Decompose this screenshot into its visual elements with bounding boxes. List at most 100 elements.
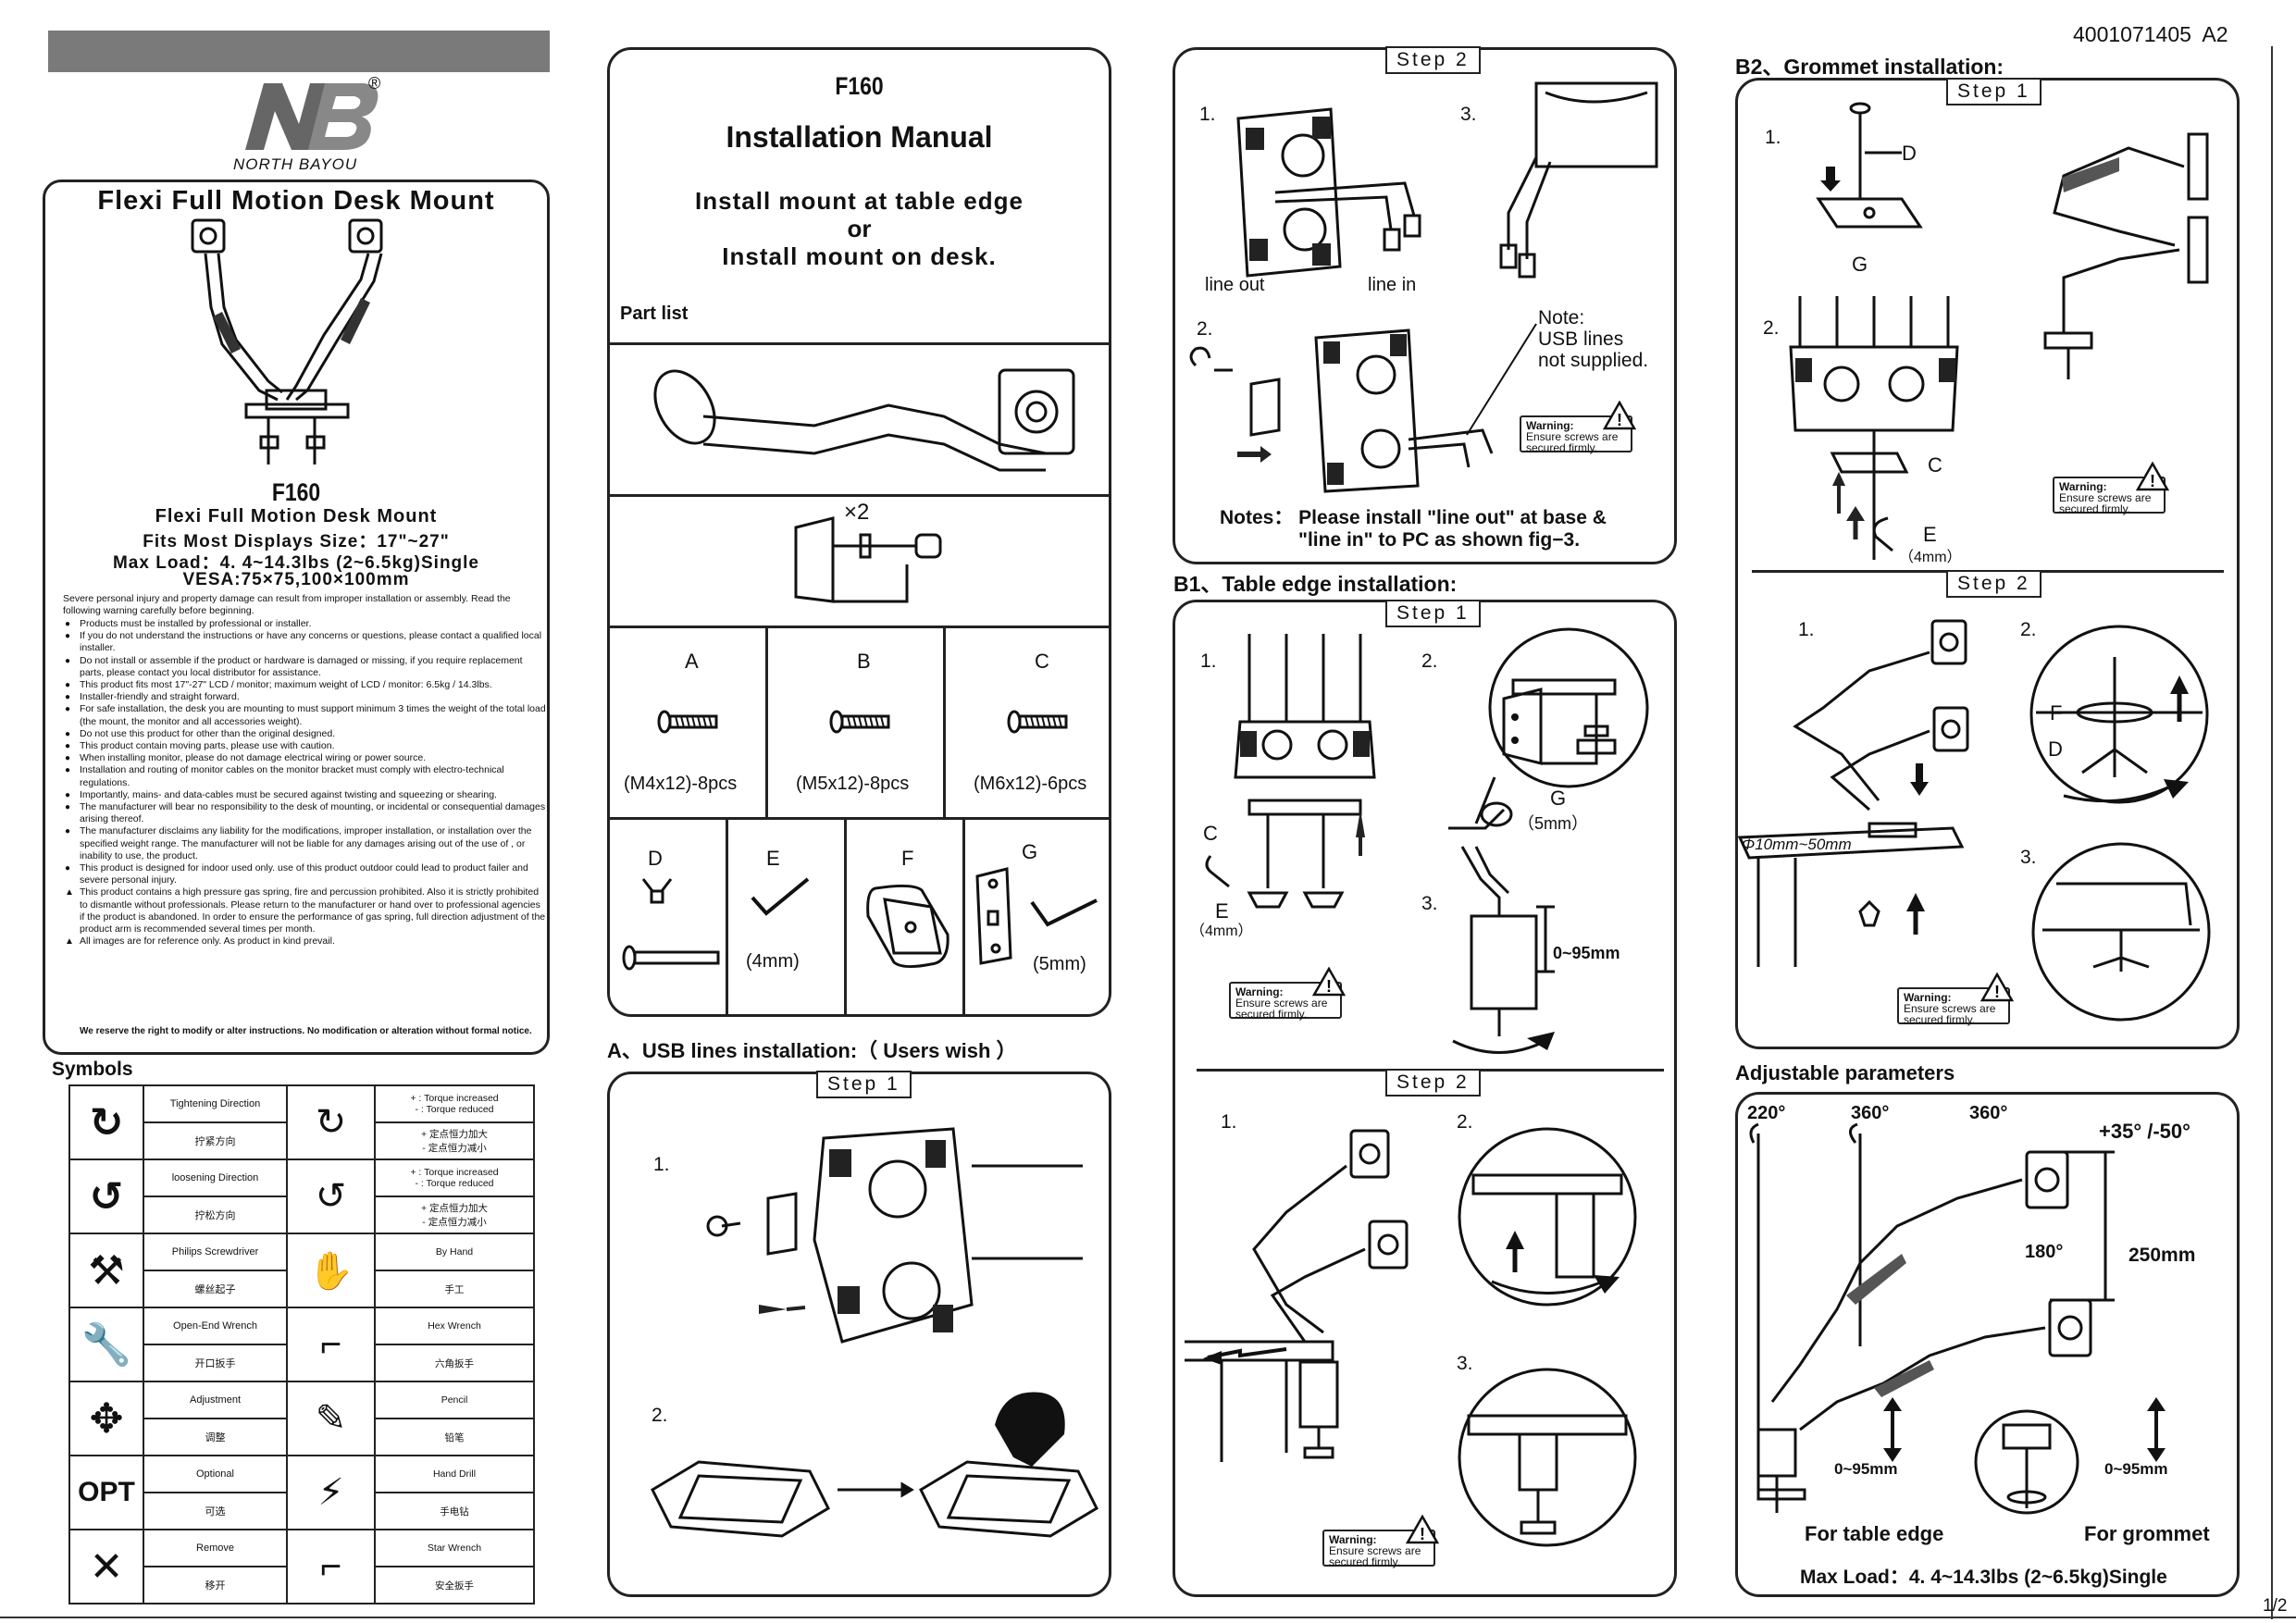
hex-key-4mm-icon	[751, 877, 810, 916]
usb-step1-box	[607, 1072, 1111, 1597]
b2-f-label: F	[2050, 701, 2063, 725]
b2-grommet-final-illustration	[2031, 842, 2211, 1022]
usb-step1-label: Step 1	[816, 1071, 912, 1098]
warning-list: Products must be installed by profession…	[65, 618, 546, 948]
warning-item: Products must be installed by profession…	[65, 618, 546, 630]
svg-text:!: !	[2150, 472, 2155, 490]
symbol-label-cn: 可选	[143, 1492, 288, 1530]
reserve-notice: We reserve the right to modify or alter …	[80, 1026, 532, 1036]
b2-e-label: E	[1923, 523, 1937, 546]
step-number: 2.	[1197, 318, 1213, 340]
b1-clamp-tighten-illustration	[1458, 1127, 1637, 1307]
hex-key-5mm-icon	[1448, 776, 1513, 830]
symbol-label: Star Wrench	[374, 1529, 535, 1567]
drill-icon: ⚡	[286, 1455, 376, 1530]
torque-tighten-icon: ↻	[286, 1084, 376, 1160]
adjust-icon: ✥	[68, 1381, 144, 1456]
tilt-range: +35° /-50°	[2099, 1120, 2191, 1143]
grommet-base-illustration	[1974, 1409, 2079, 1515]
pencil-icon: ✎	[286, 1381, 376, 1456]
hand-icon: ✋	[286, 1233, 376, 1308]
b1-g-label: G	[1550, 787, 1567, 810]
symbol-label-cn: 手电钻	[374, 1492, 535, 1530]
svg-text:!: !	[1617, 411, 1622, 429]
b2-g-label: G	[1852, 253, 1868, 276]
b2-step1-label: Step 1	[1946, 78, 2042, 105]
step-number: 1.	[1765, 127, 1781, 148]
step-number: 2.	[1457, 1111, 1473, 1133]
symbol-label: Hand Drill	[374, 1455, 535, 1493]
b1-arm-on-desk-illustration	[1185, 1129, 1409, 1462]
warning-item: Do not use this product for other than t…	[65, 728, 546, 740]
b2-c-label: C	[1928, 453, 1942, 477]
symbol-label-cn: 手工	[374, 1270, 535, 1308]
warning-item: This product contain moving parts, pleas…	[65, 740, 546, 752]
usb-notes-line1: Notes： Please install "line out" at base…	[1220, 507, 1607, 528]
edge-range: 0~95mm	[1834, 1460, 1898, 1478]
warning-icon: !	[2136, 462, 2169, 491]
part-a-label: A	[685, 650, 699, 673]
symbol-label-cn: 六角扳手	[374, 1344, 535, 1382]
b1-box	[1173, 600, 1677, 1597]
step-number: 3.	[1421, 893, 1438, 914]
divider	[610, 494, 1109, 497]
b1-clamp-closeup-illustration	[1488, 627, 1649, 788]
for-table-edge: For table edge	[1805, 1522, 1944, 1545]
warning-item: This product is designed for indoor used…	[65, 862, 546, 886]
clamp-illustration	[794, 516, 942, 603]
b1-step1-label: Step 1	[1385, 600, 1481, 627]
step-number: 2.	[1421, 650, 1438, 672]
symbol-label-cn: 螺丝起子	[143, 1270, 288, 1308]
divider	[610, 626, 1109, 628]
symbol-label-cn: + 定点恒力加大 - 定点恒力减小	[374, 1121, 535, 1160]
left-model: F160	[271, 478, 321, 506]
warning-item: Installer-friendly and straight forward.	[65, 691, 546, 703]
step-number: 1.	[1221, 1111, 1237, 1133]
symbol-label-cn: + 定点恒力加大 - 定点恒力减小	[374, 1196, 535, 1234]
symbol-label: + : Torque increased - : Torque reduced	[374, 1158, 535, 1197]
step-number: 2.	[2020, 619, 2037, 640]
b2-title: B2、Grommet installation:	[1735, 55, 2004, 79]
spec-vesa: VESA:75×75,100×100mm	[182, 570, 410, 589]
b1-clamp-final-illustration	[1458, 1368, 1637, 1547]
symbol-label: Pencil	[374, 1381, 535, 1419]
part-g-label: G	[1022, 840, 1038, 863]
symbol-label: Adjustment	[143, 1381, 288, 1419]
for-grommet: For grommet	[2084, 1522, 2210, 1545]
dual-mount-illustration	[191, 218, 383, 465]
manual-sub2: or	[847, 215, 872, 242]
b2-grommet-closeup-illustration	[2029, 625, 2209, 804]
b2-grommet-plate-illustration	[1816, 102, 1923, 229]
b2-base-assembly-illustration	[1789, 296, 1959, 560]
svg-text:!: !	[1420, 1525, 1425, 1543]
header-bar	[48, 31, 550, 72]
star-wrench-icon: ⌐	[286, 1529, 376, 1604]
step-number: 2.	[652, 1405, 668, 1426]
b1-range-label: 0~95mm	[1553, 944, 1620, 962]
remove-icon: ✕	[68, 1529, 144, 1604]
adjustable-title: Adjustable parameters	[1735, 1061, 1955, 1084]
step-number: 1.	[1798, 619, 1815, 640]
torque-loosen-icon: ↺	[286, 1158, 376, 1234]
symbols-title: Symbols	[52, 1059, 133, 1080]
edge-height-arrow	[1883, 1397, 1902, 1462]
registered-mark: ®	[368, 74, 381, 93]
warning-icon: !	[1312, 967, 1346, 997]
symbol-label: Remove	[143, 1529, 288, 1567]
grommet-range: 0~95mm	[2104, 1460, 2168, 1478]
symbol-label: Open-End Wrench	[143, 1307, 288, 1345]
step-number: 3.	[2020, 847, 2037, 868]
b2-arm-install-illustration	[1737, 619, 1969, 967]
product-box-title: Flexi Full Motion Desk Mount	[97, 186, 495, 216]
step-number: 1.	[1200, 650, 1217, 672]
part-d-label: D	[648, 847, 663, 870]
b1-g-size: （5mm）	[1518, 814, 1588, 833]
spec-max-load: Max Load：4. 4~14.3lbs (2~6.5kg)Single	[112, 553, 480, 573]
usb-cover-illustration	[651, 1392, 1098, 1538]
screw-icon	[1007, 710, 1068, 734]
swivel-angle-1: 220°	[1747, 1103, 1786, 1123]
note-pointer	[1466, 323, 1537, 436]
